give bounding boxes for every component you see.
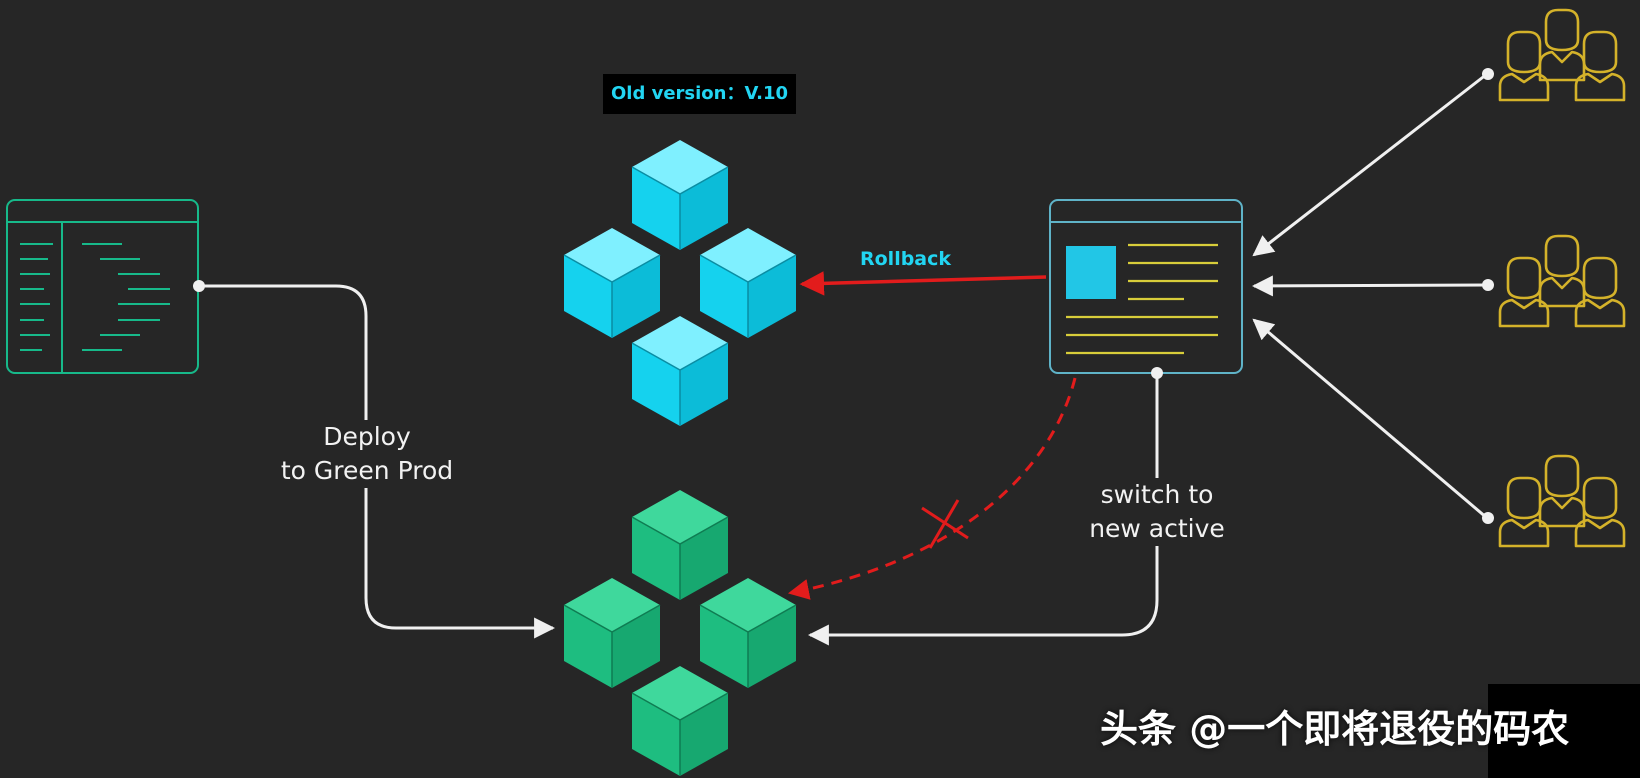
blocked-x-icon <box>921 499 969 549</box>
user-traffic-arrows <box>1251 72 1488 520</box>
deploy-label: Deploy to Green Prod <box>270 420 464 488</box>
deploy-label-line1: Deploy <box>323 422 411 451</box>
old-version-label: Old version：V.10 <box>603 74 796 114</box>
deploy-label-line2: to Green Prod <box>280 456 454 485</box>
router-panel-icon <box>1049 199 1243 374</box>
blue-environment-cubes <box>563 139 797 427</box>
rollback-arrow <box>799 271 1047 296</box>
blocked-dashed-arrow <box>787 377 1077 600</box>
users-group-icon <box>1498 234 1626 328</box>
switch-label-line1: switch to <box>1100 480 1214 509</box>
users-group-icon <box>1498 454 1626 548</box>
users-group-icon <box>1498 8 1626 102</box>
switch-label: switch to new active <box>1078 478 1236 546</box>
switch-arrow <box>807 367 1163 646</box>
watermark-background <box>1488 684 1640 778</box>
code-editor-icon <box>6 199 199 374</box>
watermark-text: 头条 @一个即将退役的码农 <box>1100 707 1570 751</box>
rollback-label: Rollback <box>860 248 952 270</box>
green-environment-cubes <box>563 489 797 777</box>
switch-label-line2: new active <box>1089 514 1225 543</box>
